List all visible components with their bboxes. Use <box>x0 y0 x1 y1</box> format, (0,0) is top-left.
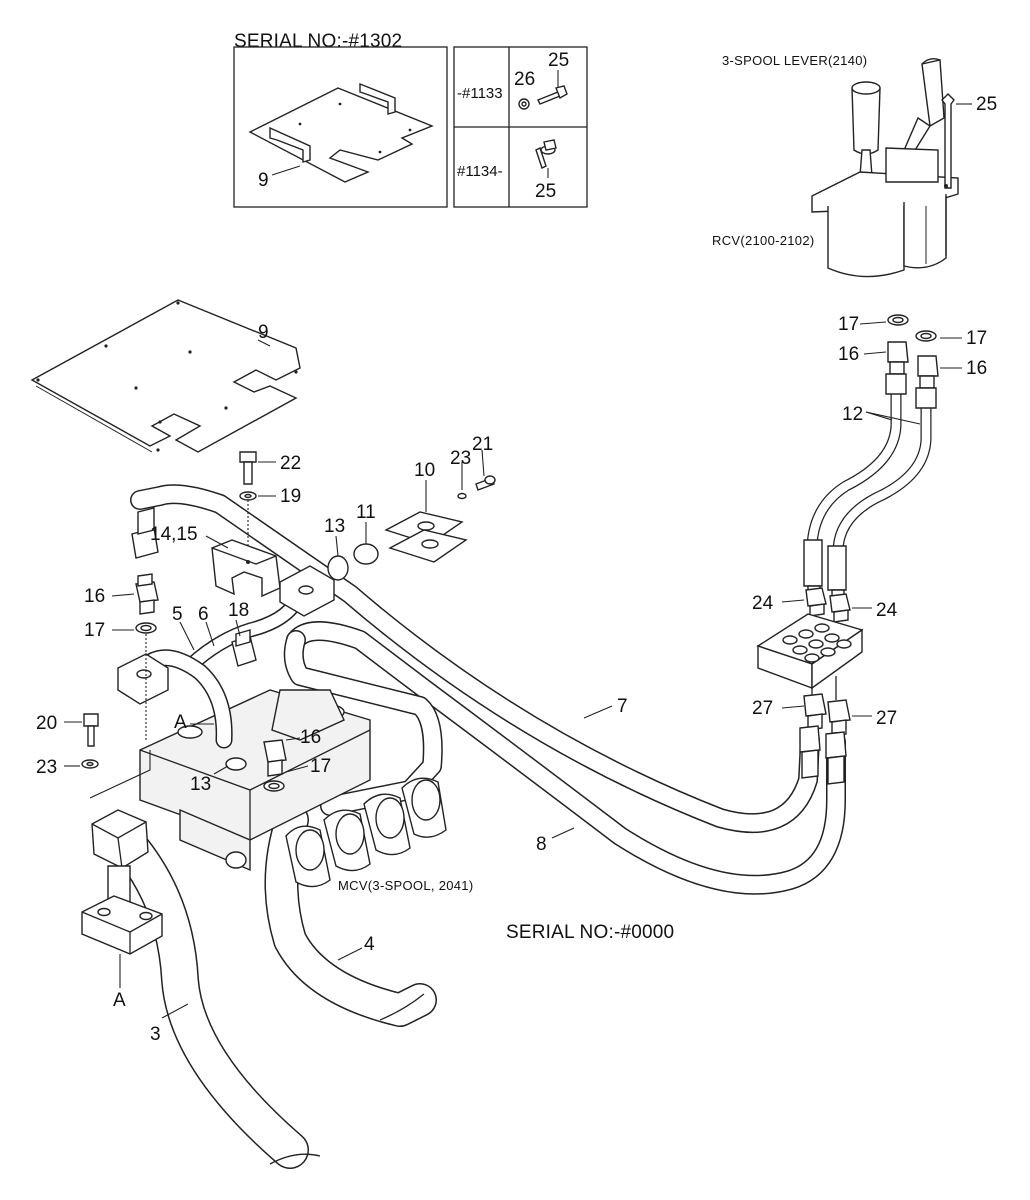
callout-a-top: A <box>174 712 187 733</box>
fitting-16-left-icon <box>887 341 909 375</box>
split-flange-10-icon <box>384 511 468 563</box>
callout-14-15: 14,15 <box>150 524 198 545</box>
bolt-20-icon <box>83 713 99 747</box>
inset-panel: SERIAL NO:-#1302 9 -#1133 #1134- 26 25 <box>233 31 588 208</box>
floor-plate-9 <box>30 299 301 453</box>
bolt-25-icon <box>537 85 568 105</box>
fitting-24-right-icon <box>829 593 851 623</box>
bolt-21-icon <box>475 475 496 491</box>
bolt-22-icon <box>239 451 257 485</box>
fitting-16-right-icon <box>917 355 939 389</box>
o-ring-13-icon <box>327 555 349 581</box>
callout-17-left: 17 <box>838 314 859 335</box>
mcv-valve <box>139 689 447 888</box>
callout-24-left: 24 <box>752 593 774 614</box>
inset-row1-serial: -#1133 <box>457 85 503 102</box>
callout-16-right: 16 <box>966 358 987 379</box>
manifold-block <box>756 613 864 700</box>
o-ring-13-valve-icon <box>225 757 247 771</box>
callout-22: 22 <box>280 453 301 474</box>
callout-7: 7 <box>617 696 628 717</box>
callout-17-right: 17 <box>966 328 987 349</box>
caption-mcv: MCV(3-SPOOL, 2041) <box>338 878 473 893</box>
inset-row2-part-25: 25 <box>535 181 556 202</box>
hose-4 <box>264 803 437 1027</box>
tube-5 <box>141 649 233 749</box>
fitting-27-right-icon <box>827 699 851 737</box>
fitting-27-left-icon <box>803 693 827 731</box>
callout-24-right: 24 <box>876 600 898 621</box>
spool-lever-assembly <box>811 58 959 278</box>
callout-6: 6 <box>198 604 209 625</box>
fitting-16-mid-icon <box>135 573 159 615</box>
fitting-16-valve-icon <box>263 739 287 777</box>
callout-17-valve: 17 <box>310 756 331 777</box>
callout-23-left: 23 <box>36 757 57 778</box>
hose-8 <box>283 621 846 895</box>
bolt-washer-25-icon <box>535 139 557 169</box>
callout-11: 11 <box>356 502 376 523</box>
inset-row2-serial: #1134- <box>457 163 503 180</box>
pilot-hoses-12 <box>803 373 937 601</box>
callout-3: 3 <box>150 1024 161 1045</box>
fitting-24-left-icon <box>805 587 827 617</box>
spool-caps <box>285 777 447 888</box>
callout-16-valve: 16 <box>300 727 321 748</box>
caption-serial-main: SERIAL NO:-#0000 <box>506 922 674 943</box>
inset-plate-label: 9 <box>258 170 269 191</box>
plate-11-icon <box>353 543 379 565</box>
callout-25-top: 25 <box>976 94 997 115</box>
callout-9: 9 <box>258 322 269 343</box>
callout-20: 20 <box>36 713 57 734</box>
callout-4: 4 <box>364 934 375 955</box>
callout-10: 10 <box>414 460 435 481</box>
inset-row1-part-25: 25 <box>548 50 569 71</box>
callout-19: 19 <box>280 486 301 507</box>
hose-7 <box>130 484 820 834</box>
caption-rcv: RCV(2100-2102) <box>712 233 814 248</box>
callout-a-bottom: A <box>113 990 126 1011</box>
inset-floor-plate <box>248 82 434 183</box>
callout-8: 8 <box>536 834 547 855</box>
callout-23-top: 23 <box>450 448 471 469</box>
callout-13-top: 13 <box>324 516 345 537</box>
inset-row1-part-26: 26 <box>514 69 535 90</box>
callout-27-right: 27 <box>876 708 897 729</box>
inset-plate-box <box>233 46 448 208</box>
callout-13-valve: 13 <box>190 774 211 795</box>
callout-27-left: 27 <box>752 698 773 719</box>
clamp-14-15-icon <box>211 539 281 598</box>
inset-serial-heading: SERIAL NO:-#1302 <box>234 31 402 52</box>
callout-16-mid: 16 <box>84 586 105 607</box>
callout-17-mid: 17 <box>84 620 105 641</box>
callout-5: 5 <box>172 604 183 625</box>
bolt-25-lever-icon <box>941 93 955 189</box>
callout-12: 12 <box>842 404 863 425</box>
caption-lever: 3-SPOOL LEVER(2140) <box>722 53 867 68</box>
washer-26-icon <box>518 98 530 110</box>
hose-3 <box>107 823 321 1169</box>
callout-18: 18 <box>228 600 249 621</box>
suction-block <box>81 809 163 955</box>
inset-plate-leader <box>271 165 301 176</box>
callout-21: 21 <box>472 434 493 455</box>
washer-23-top-icon <box>457 492 467 500</box>
callout-16-left: 16 <box>838 344 859 365</box>
